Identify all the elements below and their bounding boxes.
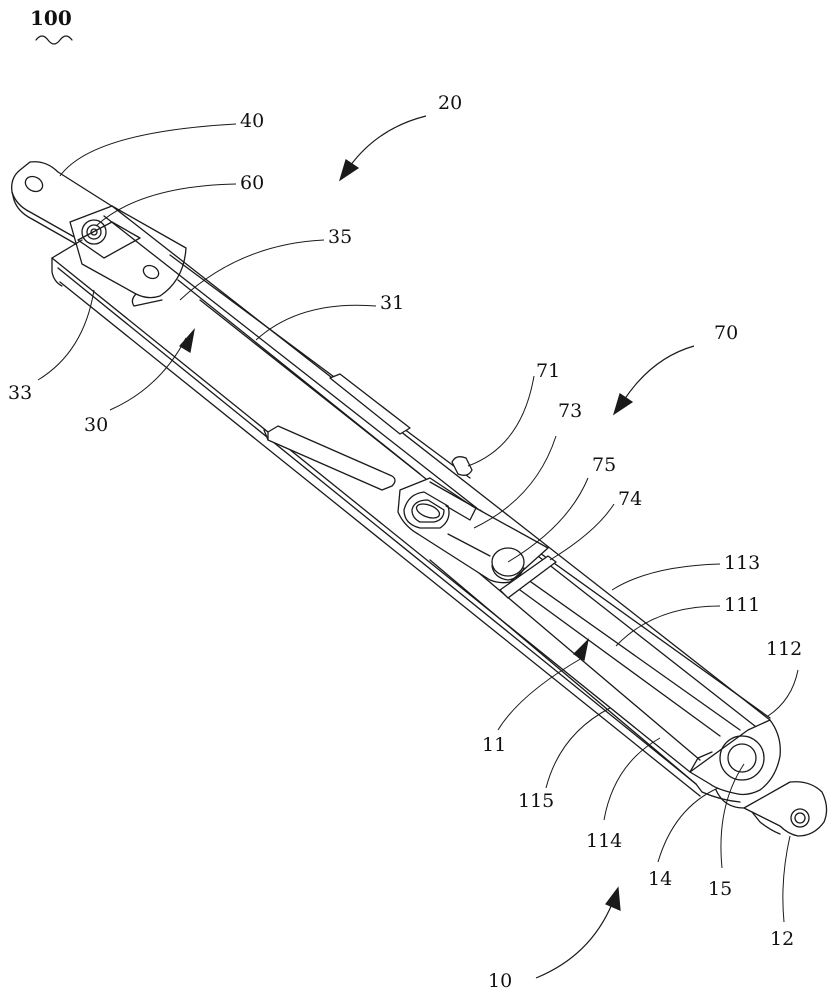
ref-label-14: 14: [648, 870, 672, 889]
ref-label-60: 60: [240, 174, 264, 193]
leader-114: [604, 738, 660, 820]
ref-label-73: 73: [558, 402, 582, 421]
leader-74: [550, 504, 614, 560]
leader-71: [468, 376, 534, 466]
leader-35: [180, 240, 324, 300]
ref-label-35: 35: [328, 228, 352, 247]
ref-label-114: 114: [586, 832, 622, 851]
title-squiggle: [36, 36, 72, 44]
ref-label-31: 31: [380, 294, 404, 313]
ref-label-10: 10: [488, 972, 512, 991]
ref-label-70: 70: [714, 324, 738, 343]
leader-40: [60, 124, 236, 176]
locking-assembly: [398, 457, 556, 598]
figure-title: 100: [30, 8, 72, 28]
leader-31: [256, 305, 376, 340]
ref-label-40: 40: [240, 112, 264, 131]
leader-113: [612, 564, 720, 590]
ref-label-20: 20: [438, 94, 462, 113]
ref-label-74: 74: [618, 490, 642, 509]
ref-label-113: 113: [724, 554, 760, 573]
arrow-30: [180, 330, 194, 352]
ref-label-112: 112: [766, 640, 802, 659]
leader-11: [498, 658, 582, 730]
arrow-20: [340, 116, 426, 180]
ref-label-71: 71: [536, 362, 560, 381]
ref-label-15: 15: [708, 880, 732, 899]
rail-slots: [264, 374, 410, 490]
leader-115: [546, 708, 610, 788]
ref-label-30: 30: [84, 416, 108, 435]
leader-12: [783, 836, 790, 922]
leader-33: [38, 290, 94, 380]
arrow-11: [574, 640, 588, 660]
ref-label-11: 11: [482, 736, 506, 755]
ref-label-111: 111: [724, 596, 760, 615]
leader-112: [768, 670, 798, 716]
leader-14: [658, 788, 718, 862]
ref-label-12: 12: [770, 930, 794, 949]
ref-label-33: 33: [8, 384, 32, 403]
ref-label-75: 75: [592, 456, 616, 475]
ref-label-115: 115: [518, 792, 554, 811]
arrow-10: [536, 888, 620, 978]
arrow-70: [614, 346, 694, 414]
